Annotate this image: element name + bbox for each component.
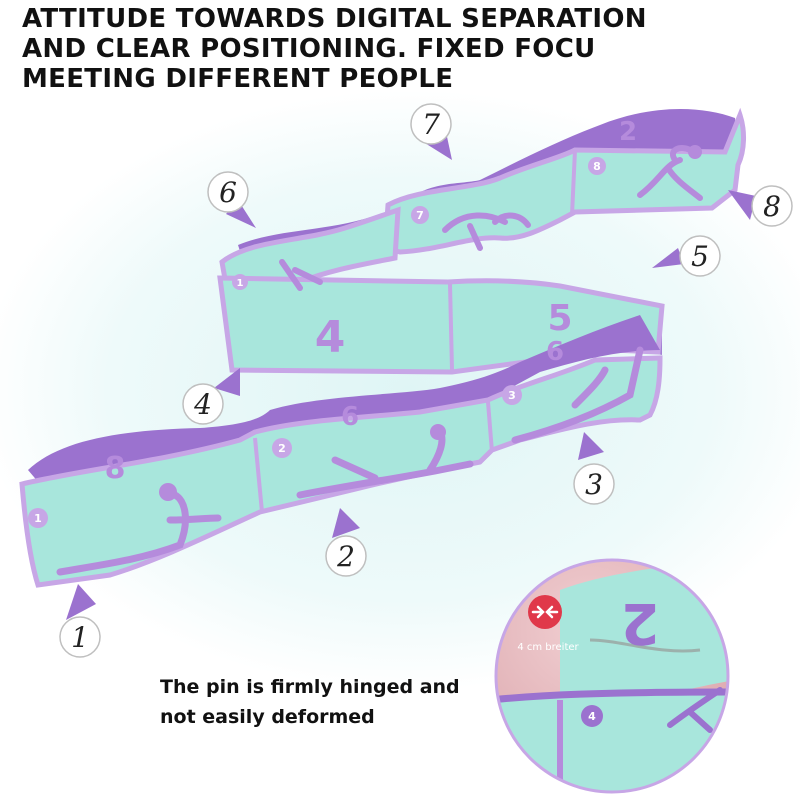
detail-band-number-2: 2 xyxy=(621,590,660,655)
band-bottom-loop: 1 8 2 6 3 6 xyxy=(19,315,663,588)
callout-4: 4 xyxy=(193,388,212,421)
band-number-8: 8 xyxy=(593,160,601,173)
band-number-back-6a: 6 xyxy=(341,402,359,432)
callout-pointer-icon xyxy=(214,368,240,396)
band-middle-loop: 1 4 5 xyxy=(217,206,665,375)
band-top-loop: 7 8 2 xyxy=(382,107,746,255)
band-number-2: 2 xyxy=(278,442,286,455)
band-number-top-small: 1 xyxy=(237,278,244,289)
caption-line-2: not easily deformed xyxy=(160,706,375,728)
callout-8: 8 xyxy=(763,190,781,223)
callout-5: 5 xyxy=(691,240,709,273)
headline-line-1: ATTITUDE TOWARDS DIGITAL SEPARATION xyxy=(22,4,647,34)
arrows-inward-icon xyxy=(531,605,559,619)
callout-pointer-icon xyxy=(652,248,684,268)
band-number-7: 7 xyxy=(416,209,424,222)
band-number-back-8: 8 xyxy=(105,451,126,486)
callout-pointer-icon xyxy=(66,584,96,620)
caption-line-1: The pin is firmly hinged and xyxy=(160,676,460,698)
headline: ATTITUDE TOWARDS DIGITAL SEPARATION AND … xyxy=(22,4,792,94)
band-number-1: 1 xyxy=(34,512,42,525)
callout-pointer-icon xyxy=(578,432,604,460)
callout-6: 6 xyxy=(219,176,237,209)
callout-3: 3 xyxy=(585,468,603,501)
headline-line-2: AND CLEAR POSITIONING. FIXED FOCU xyxy=(22,34,596,64)
band-number-back-6b: 6 xyxy=(546,337,564,367)
callout-1: 1 xyxy=(71,621,89,654)
callout-markers: 1 2 3 4 5 6 7 8 xyxy=(59,103,793,658)
detail-width-label: 4 cm breiter xyxy=(517,642,579,653)
band-number-5: 5 xyxy=(547,298,572,339)
callout-7: 7 xyxy=(422,108,440,141)
callout-2: 2 xyxy=(336,540,355,573)
callout-pointer-icon xyxy=(728,190,756,220)
band-number-back-2: 2 xyxy=(619,117,637,147)
detail-band-number-4: 4 xyxy=(588,710,596,723)
band-number-3: 3 xyxy=(508,389,516,402)
headline-line-3: MEETING DIFFERENT PEOPLE xyxy=(22,64,454,94)
callout-pointer-icon xyxy=(332,508,360,538)
caption: The pin is firmly hinged and not easily … xyxy=(160,672,480,732)
band-number-4: 4 xyxy=(315,312,346,363)
detail-zoom-circle: 2 4 4 cm breiter xyxy=(494,558,730,794)
